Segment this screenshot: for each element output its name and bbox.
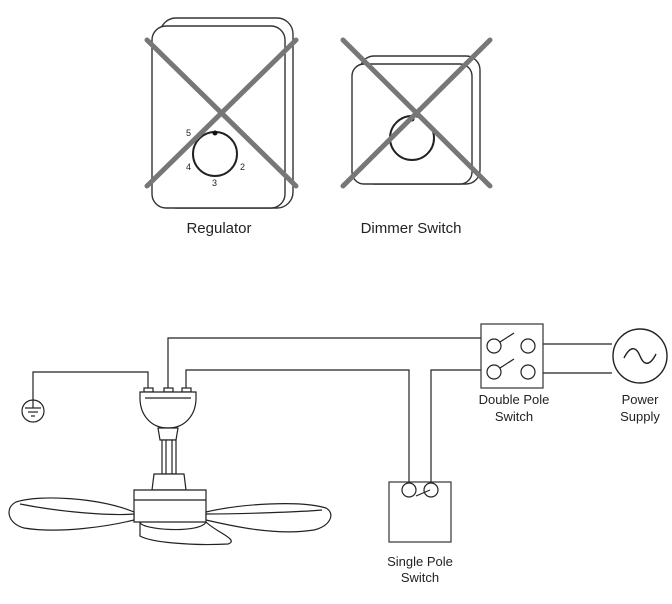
regulator-cross-icon [144,37,299,189]
double-pole-switch [480,323,544,389]
ceiling-fan-icon [8,387,332,546]
power-supply-label-line1: Power [622,392,660,407]
power-supply-label-line2: Supply [620,409,660,424]
regulator-label: Regulator [186,220,251,237]
regulator-dial-dot [212,130,218,136]
regulator-mark-4: 4 [186,162,191,172]
dimmer-switch-label: Dimmer Switch [361,220,462,237]
regulator-mark-2: 2 [240,162,245,172]
dimmer-cross-icon [340,37,493,189]
single-pole-switch [388,481,452,543]
dimmer-switch-device [340,37,493,189]
regulator-mark-5: 5 [186,128,191,138]
regulator-mark-3: 3 [212,178,217,188]
single-pole-label-line2: Switch [401,570,439,585]
regulator-dial [192,131,238,177]
power-supply-icon [612,328,668,384]
double-pole-label-line1: Double Pole [479,392,550,407]
single-pole-label-line1: Single Pole [387,554,453,569]
ground-icon [21,399,45,423]
regulator-device: 5 4 3 2 [144,17,299,209]
double-pole-label-line2: Switch [495,409,533,424]
